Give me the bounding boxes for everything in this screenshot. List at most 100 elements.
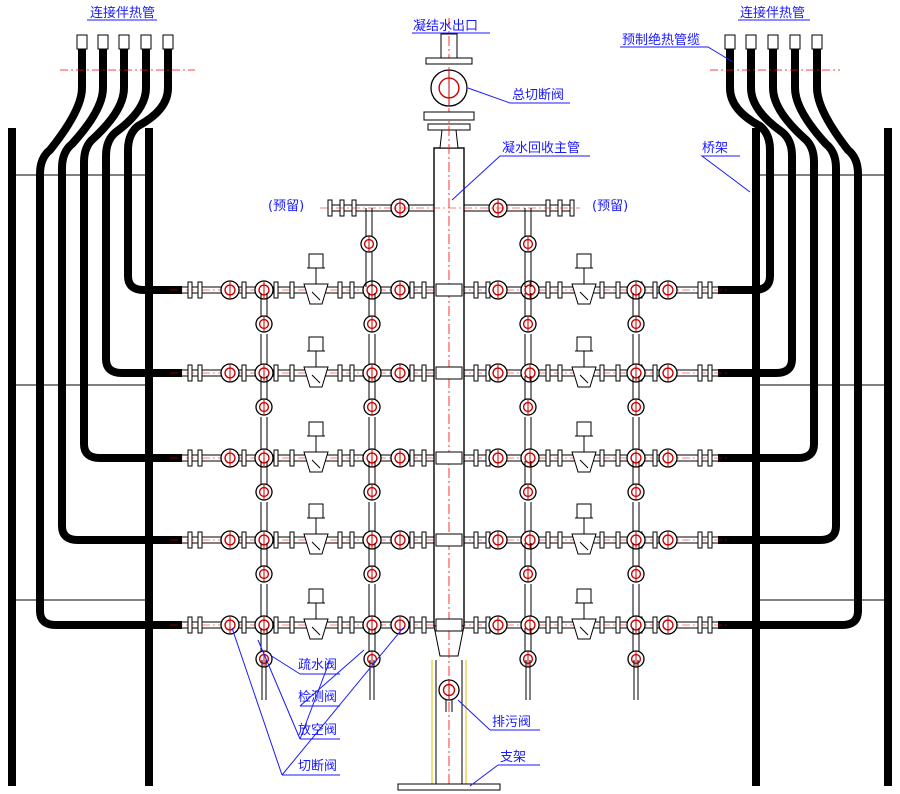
outlet-flange <box>423 111 475 121</box>
leader-line <box>281 627 404 776</box>
support-base-plate <box>397 783 501 791</box>
trap-bonnet <box>576 421 592 437</box>
trap-strainer-mark <box>579 291 589 301</box>
tube-end-nut <box>78 49 86 59</box>
pipe-flange <box>273 364 279 382</box>
pipe-flange <box>187 364 193 382</box>
pipe-flange <box>273 449 279 467</box>
steam-trap-body <box>303 618 329 640</box>
pipe-flange <box>473 281 479 299</box>
tube-end-fitting <box>724 34 736 50</box>
right-frame-post-outer <box>884 128 892 786</box>
steam-trap-body <box>571 451 597 473</box>
trap-strainer-mark <box>579 626 589 636</box>
pipe-flange <box>197 449 203 467</box>
tube-end-fitting <box>118 34 130 50</box>
generated-piping <box>36 34 862 712</box>
label-tracing-connect-right: 连接伴热管 <box>740 5 805 21</box>
pipe-flange <box>421 616 427 634</box>
pipe-flange <box>197 616 203 634</box>
tube-end-fitting <box>811 34 823 50</box>
leader-line <box>257 639 301 740</box>
tracing-tube-left <box>124 58 182 294</box>
pipe-flange <box>349 531 355 549</box>
pipe-flange <box>421 281 427 299</box>
pipe-flange <box>615 616 621 634</box>
pipe-flange <box>349 616 355 634</box>
pipe-flange <box>473 449 479 467</box>
tube-end-fitting <box>745 34 757 50</box>
label-test-valve: 检测阀 <box>298 690 337 705</box>
leader-line <box>451 155 590 201</box>
trap-strainer-mark <box>579 541 589 551</box>
leader-line <box>620 46 734 63</box>
pipe-flange <box>697 531 703 549</box>
pipe-flange <box>289 364 295 382</box>
label-reserved-right: (预留) <box>592 199 628 214</box>
pipe-flange <box>557 616 563 634</box>
header-tee <box>435 283 463 297</box>
steam-trap-body <box>571 618 597 640</box>
pipe-flange <box>707 364 713 382</box>
pipe-flange <box>697 449 703 467</box>
pipe-flange <box>241 364 247 382</box>
trap-strainer-mark <box>579 459 589 469</box>
trap-bonnet <box>308 588 324 604</box>
label-vent-valve: 放空阀 <box>298 723 337 738</box>
trap-strainer-mark <box>579 374 589 384</box>
pipe-flange <box>337 531 343 549</box>
pipe-flange <box>289 449 295 467</box>
pipe-flange <box>707 616 713 634</box>
pipe-flange <box>197 281 203 299</box>
callout-labels: 连接伴热管 连接伴热管 凝结水出口 预制绝热管缆 总切断阀 凝水回收主管 桥架 … <box>90 5 805 774</box>
pipe-flange <box>289 616 295 634</box>
steam-trap-body <box>303 366 329 388</box>
tracing-tube-left <box>80 58 182 462</box>
tube-end-fitting <box>767 34 779 50</box>
pipe-flange <box>409 531 415 549</box>
pipe-flange <box>697 616 703 634</box>
label-main-valve: 总切断阀 <box>512 88 564 103</box>
pipe-flange <box>652 364 658 382</box>
pipe-flange <box>707 531 713 549</box>
pipe-flange <box>337 364 343 382</box>
steam-trap-body <box>303 533 329 555</box>
tube-end-nut <box>164 49 172 59</box>
pipe-flange <box>599 616 605 634</box>
pipe-flange <box>557 281 563 299</box>
pipe-flange <box>241 449 247 467</box>
pipe-flange <box>615 281 621 299</box>
pipe-flange <box>697 281 703 299</box>
pipe-flange <box>545 449 551 467</box>
outlet-flange <box>425 57 473 65</box>
trap-bonnet <box>308 253 324 269</box>
pipe-flange <box>599 281 605 299</box>
tube-end-nut <box>813 49 821 59</box>
tracing-tube-right <box>718 58 774 294</box>
leader-line <box>457 699 491 731</box>
pipe-flange <box>545 281 551 299</box>
trap-strainer-mark <box>311 459 321 469</box>
tube-end-nut <box>726 49 734 59</box>
pipe-flange <box>615 531 621 549</box>
label-tracing-connect-left: 连接伴热管 <box>90 5 155 21</box>
pipe-flange <box>473 531 479 549</box>
pipe-flange <box>337 616 343 634</box>
pipe-flange <box>337 281 343 299</box>
steam-trap-body <box>571 533 597 555</box>
pipe-flange <box>187 449 193 467</box>
tube-end-fitting <box>162 34 174 50</box>
tube-end-nut <box>99 49 107 59</box>
pipe-flange <box>273 531 279 549</box>
pipe-flange <box>349 449 355 467</box>
steam-trap-body <box>303 283 329 305</box>
tube-end-fitting <box>140 34 152 50</box>
pipe-flange <box>241 616 247 634</box>
header-tee <box>435 533 463 547</box>
pipe-flange <box>349 364 355 382</box>
tube-end-fitting <box>789 34 801 50</box>
leader-line <box>467 87 570 104</box>
pipe-flange <box>273 616 279 634</box>
